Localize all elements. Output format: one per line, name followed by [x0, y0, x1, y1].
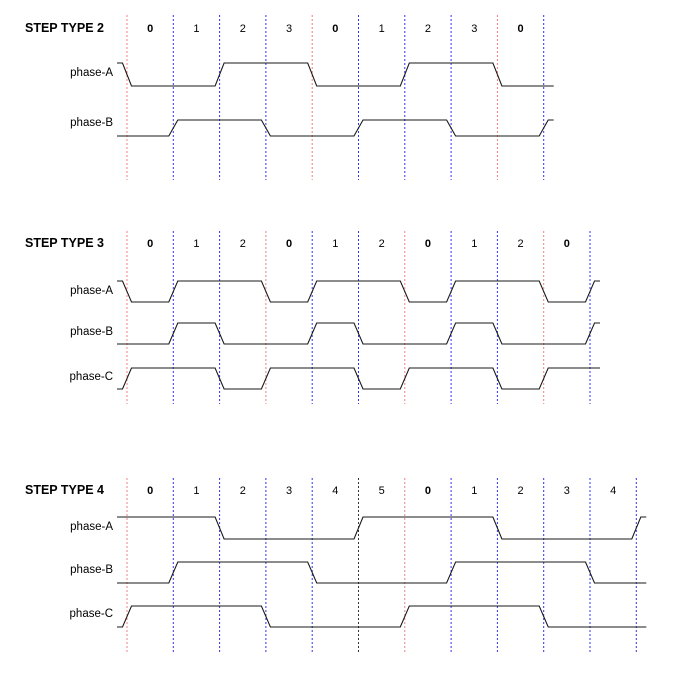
section-title: STEP TYPE 3 — [25, 236, 104, 250]
waveform-phase-A — [117, 280, 600, 303]
signal-label-phase-B: phase-B — [70, 326, 113, 338]
signal-label-phase-C: phase-C — [70, 608, 113, 620]
step-number: 0 — [332, 23, 338, 35]
step-number: 0 — [564, 238, 570, 250]
step-number: 2 — [517, 238, 523, 250]
step-number: 0 — [147, 485, 153, 497]
step-number: 3 — [471, 23, 477, 35]
step-number: 4 — [332, 485, 338, 497]
step-number: 0 — [425, 238, 431, 250]
waveform-phase-C — [117, 605, 647, 628]
waveform-phase-C — [117, 367, 600, 390]
step-number: 1 — [379, 23, 385, 35]
signal-label-phase-A: phase-A — [70, 67, 113, 79]
step-number: 1 — [193, 238, 199, 250]
waveform-phase-B — [117, 322, 600, 345]
step-number: 0 — [517, 23, 523, 35]
step-number: 0 — [286, 238, 292, 250]
section-step-type-4: STEP TYPE 4 0 1 2 3 4 5 0 1 2 3 4 phase-A phase-B phas… — [25, 478, 647, 652]
waveform-phase-B — [117, 561, 647, 584]
step-number: 3 — [564, 485, 570, 497]
waveform-phase-A — [117, 516, 647, 540]
step-number: 2 — [240, 238, 246, 250]
step-number: 0 — [147, 23, 153, 35]
step-number: 1 — [193, 23, 199, 35]
waveform-phase-B — [117, 119, 554, 137]
section-title: STEP TYPE 2 — [25, 21, 104, 35]
step-number: 5 — [379, 485, 385, 497]
signal-label-phase-A: phase-A — [70, 285, 113, 297]
step-number: 1 — [471, 238, 477, 250]
step-number: 2 — [379, 238, 385, 250]
signal-label-phase-A: phase-A — [70, 521, 113, 533]
waveform-phase-A — [117, 62, 554, 87]
step-number: 2 — [425, 23, 431, 35]
signal-label-phase-B: phase-B — [70, 564, 113, 576]
step-number: 3 — [286, 23, 292, 35]
step-number: 1 — [471, 485, 477, 497]
section-step-type-3: STEP TYPE 3 0 1 2 0 1 2 0 1 2 0 phase-A phase-B phase… — [25, 231, 600, 404]
step-number: 3 — [286, 485, 292, 497]
step-number: 4 — [610, 485, 616, 497]
section-title: STEP TYPE 4 — [25, 483, 104, 497]
step-number: 0 — [147, 238, 153, 250]
section-step-type-2: STEP TYPE 2 0 1 2 3 0 1 2 3 0 phase-A phase-B — [25, 15, 554, 180]
step-number: 1 — [193, 485, 199, 497]
step-number: 2 — [240, 23, 246, 35]
signal-label-phase-B: phase-B — [70, 117, 113, 129]
signal-label-phase-C: phase-C — [70, 371, 113, 383]
step-number: 2 — [517, 485, 523, 497]
step-number: 0 — [425, 485, 431, 497]
step-number: 2 — [240, 485, 246, 497]
step-number: 1 — [332, 238, 338, 250]
